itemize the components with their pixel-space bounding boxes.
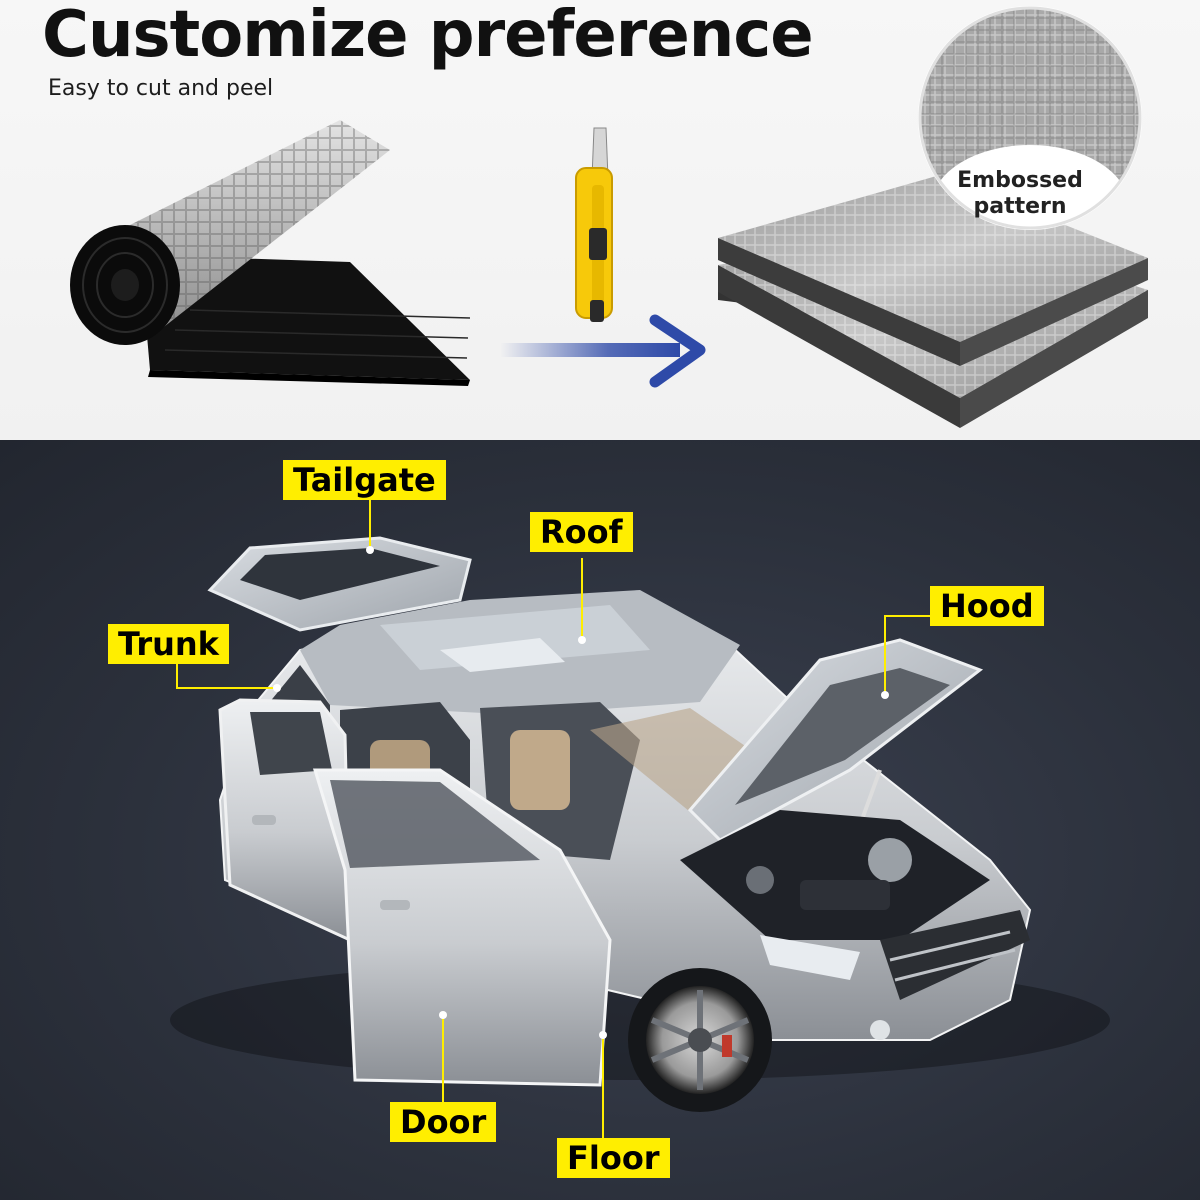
label-hood: Hood [930,586,1044,626]
subtitle: Easy to cut and peel [48,76,274,101]
label-floor: Floor [557,1138,670,1178]
label-roof: Roof [530,512,633,552]
utility-knife-icon [575,127,613,322]
car-application-panel: Tailgate Roof Hood Trunk Door Floor [0,440,1200,1200]
embossed-pattern-label: Embossed pattern [957,168,1083,219]
car-illustration [170,498,1110,1138]
label-tailgate: Tailgate [283,460,446,500]
top-illustrations [70,6,1148,428]
arrow-right-icon [500,314,706,388]
label-door: Door [390,1102,497,1142]
label-trunk: Trunk [108,624,229,664]
page-title: Customize preference [42,0,814,72]
leader-lines [176,498,930,1138]
top-panel: Customize preference Easy to cut and pee… [0,0,1200,440]
embossed-inset [918,6,1142,230]
foam-sheets [718,175,1148,428]
foam-roll [70,120,471,386]
